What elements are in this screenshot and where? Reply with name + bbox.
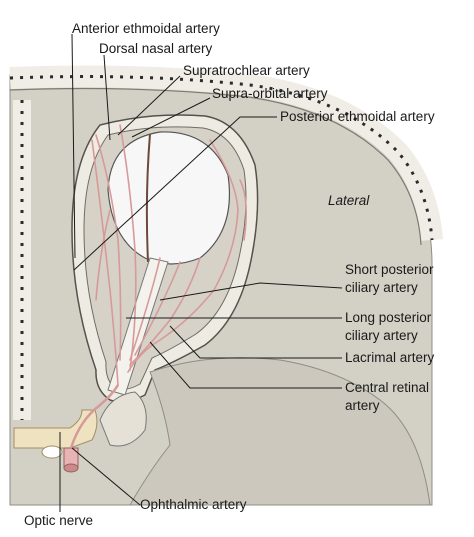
label-anterior-ethmoidal-artery: Anterior ethmoidal artery	[72, 21, 220, 36]
label-long-posterior-ciliary-line2: ciliary artery	[345, 328, 418, 343]
label-dorsal-nasal-artery: Dorsal nasal artery	[99, 41, 213, 56]
cranial-inner-line	[9, 87, 422, 246]
cranial-diploe	[9, 75, 434, 241]
eyeball	[107, 131, 231, 265]
label-central-retinal-line2: artery	[345, 398, 380, 413]
ophthalmic-artery-trunk	[69, 384, 120, 449]
label-optic-nerve: Optic nerve	[24, 513, 94, 528]
label-lacrimal-artery: Lacrimal artery	[345, 350, 435, 365]
label-central-retinal-line1: Central retinal	[345, 380, 430, 395]
label-short-posterior-ciliary-line1: Short posterior	[345, 262, 434, 277]
leader-lacrimal	[169, 325, 342, 359]
leader-central-retinal	[149, 341, 342, 389]
label-posterior-ethmoidal-artery: Posterior ethmoidal artery	[280, 109, 435, 124]
label-lateral: Lateral	[328, 193, 370, 208]
leader-anterior-ethmoidal	[71, 33, 76, 259]
label-long-posterior-ciliary-line1: Long posterior	[345, 310, 432, 325]
label-supratrochlear-artery: Supratrochlear artery	[183, 63, 310, 78]
leader-supraorbital	[131, 97, 211, 138]
leader-lines	[59, 33, 343, 512]
sphenoid	[99, 391, 147, 447]
eyeball-shadow	[145, 133, 151, 263]
label-short-posterior-ciliary-line2: ciliary artery	[345, 280, 418, 295]
label-supraorbital-artery: Supra-orbital artery	[212, 86, 328, 101]
leader-dorsal-nasal	[103, 54, 111, 141]
leader-supratrochlear	[117, 75, 181, 136]
artery-branches	[91, 124, 248, 386]
leader-short-posterior-ciliary	[159, 282, 343, 301]
label-ophthalmic-artery: Ophthalmic artery	[140, 497, 247, 512]
leader-posterior-ethmoidal	[73, 116, 277, 271]
leader-ophthalmic	[71, 447, 141, 506]
ophthalmic-artery-lumen	[63, 463, 79, 473]
optic-nerve-cut	[41, 445, 63, 459]
